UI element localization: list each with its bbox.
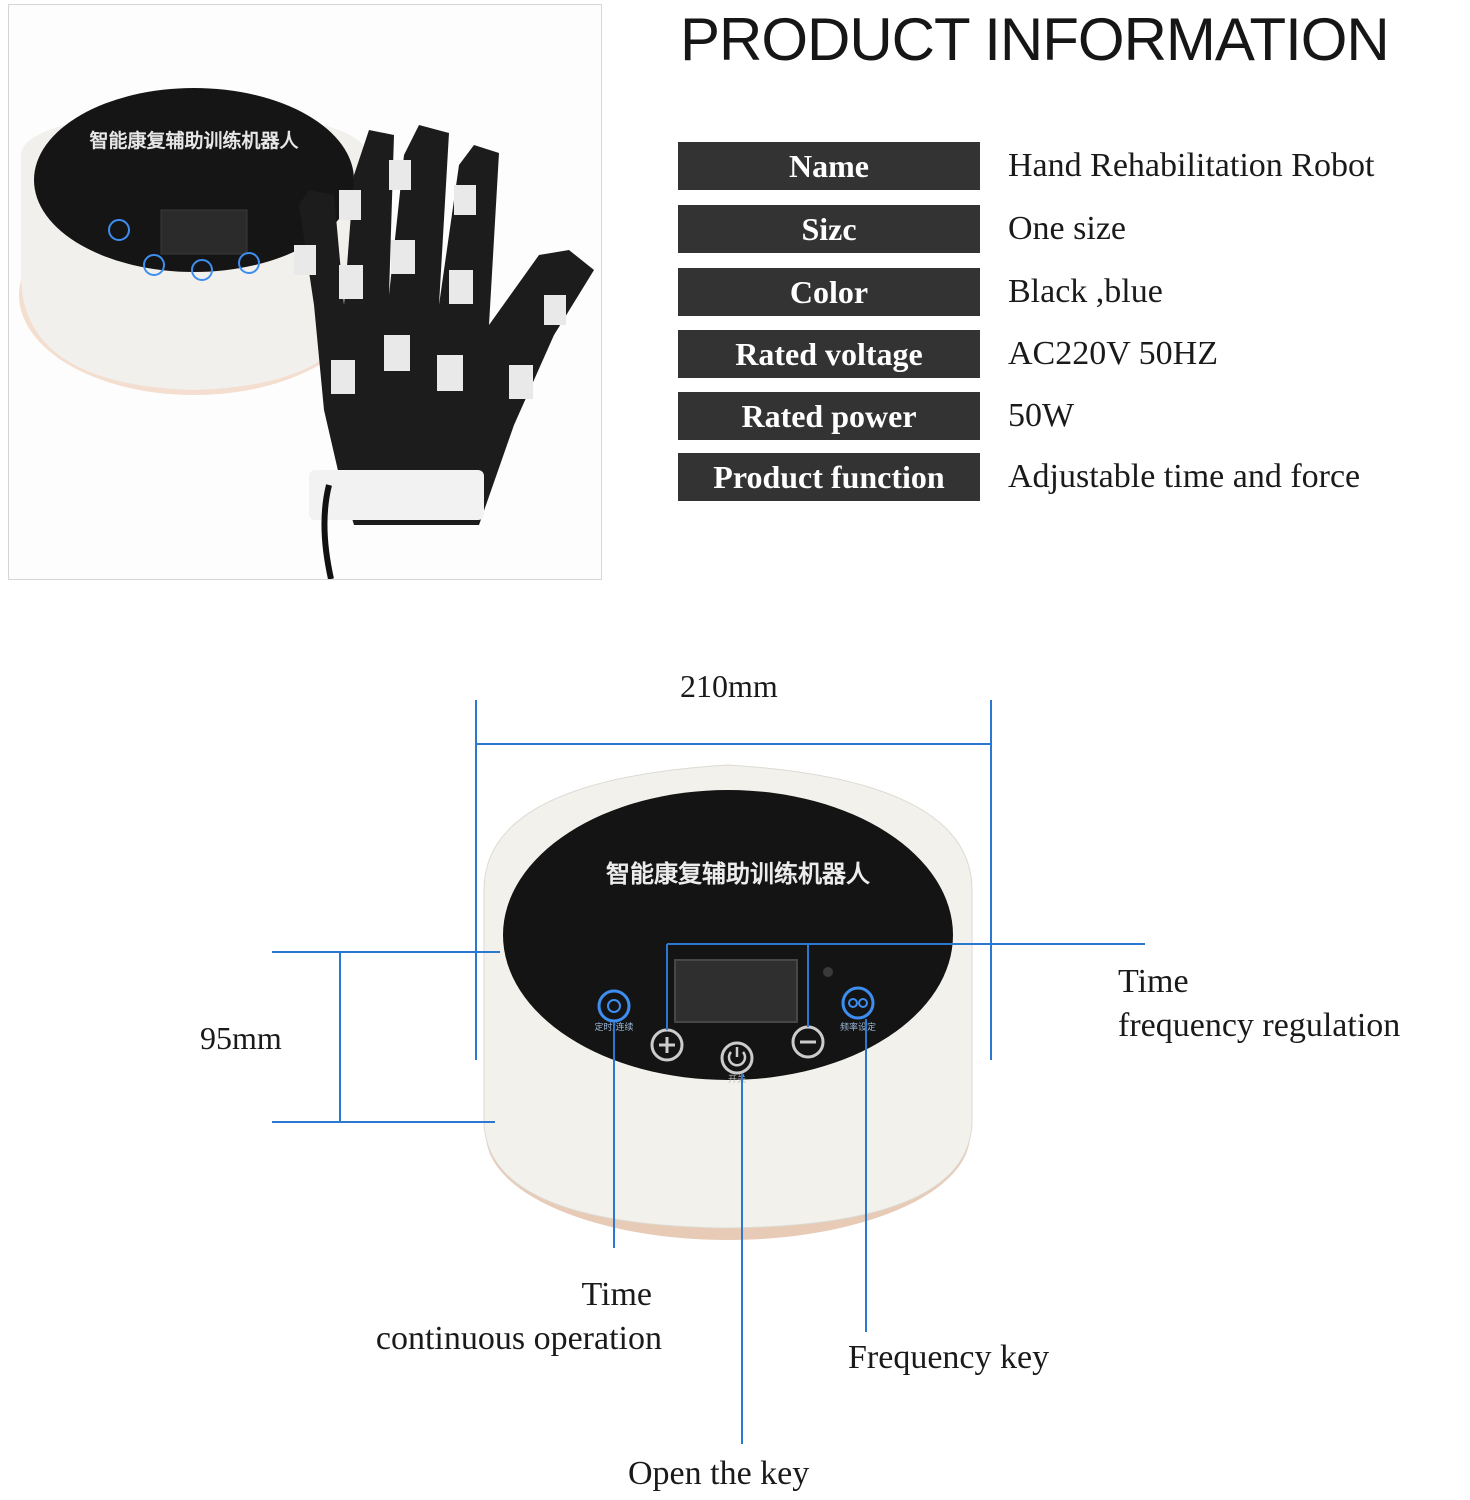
- spec-label: Product function: [678, 453, 980, 501]
- callout-frequency-key: Frequency key: [848, 1339, 1050, 1376]
- callout-time-continuous: Time continuous operation: [312, 1273, 662, 1361]
- dimension-lines: [272, 700, 1145, 1444]
- spec-label: Rated voltage: [678, 330, 980, 378]
- glove-wrist-strap: [309, 470, 484, 520]
- callout-line: Time: [581, 1276, 652, 1313]
- power-icon: [727, 1051, 747, 1067]
- callout-line: continuous operation: [375, 1320, 662, 1357]
- rehab-glove-illustration: [294, 125, 594, 579]
- device-top-panel: [503, 790, 953, 1080]
- photo-panel-text: 智能康复辅助训练机器人: [89, 129, 299, 152]
- spec-label: Rated power: [678, 392, 980, 440]
- spec-row-name: Name Hand Rehabilitation Robot: [678, 142, 1468, 192]
- spec-value: One size: [1008, 210, 1127, 247]
- spec-row-rated-voltage: Rated voltage AC220V 50HZ: [678, 330, 1468, 380]
- product-photo-illustration: 智能康复辅助训练机器人: [19, 88, 594, 579]
- callout-line: Time: [1118, 963, 1189, 1000]
- width-dimension-label: 210mm: [680, 668, 778, 704]
- photo-display-screen: [160, 209, 248, 255]
- callout-time-frequency: Time frequency regulation: [1118, 960, 1400, 1048]
- frequency-button-label: 频率设定: [840, 1021, 876, 1033]
- frequency-button[interactable]: [841, 986, 875, 1020]
- callout-open-key: Open the key: [628, 1455, 810, 1492]
- dimension-diagram: 智能康复辅助训练机器人 定时/连续 开关 频率设定: [272, 700, 1145, 1444]
- spec-value: 50W: [1008, 397, 1075, 434]
- spec-label: Sizc: [678, 205, 980, 253]
- photo-plus-button-icon: [143, 254, 165, 276]
- height-dimension-label: 95mm: [200, 1020, 282, 1056]
- spec-row-size: Sizc One size: [678, 205, 1468, 255]
- photo-power-button-icon: [191, 259, 213, 281]
- device-top-panel: [34, 88, 354, 272]
- spec-row-rated-power: Rated power 50W: [678, 392, 1468, 442]
- glove-cable: [321, 484, 334, 579]
- indicator-led: [823, 967, 833, 977]
- device-panel-text: 智能康复辅助训练机器人: [606, 860, 870, 888]
- product-photo: 智能康复辅助训练机器人: [8, 4, 602, 580]
- spec-label: Name: [678, 142, 980, 190]
- page-title: PRODUCT INFORMATION: [680, 6, 1390, 73]
- spec-label: Color: [678, 268, 980, 316]
- callout-line: frequency regulation: [1118, 1007, 1401, 1044]
- power-button-label: 开关: [728, 1073, 746, 1085]
- spec-row-product-function: Product function Adjustable time and for…: [678, 453, 1468, 503]
- timer-button[interactable]: [597, 989, 631, 1023]
- display-screen: [674, 959, 798, 1023]
- photo-minus-button-icon: [238, 252, 260, 274]
- power-button[interactable]: [720, 1041, 754, 1075]
- spec-value: Black ,blue: [1008, 273, 1163, 310]
- spec-value: Hand Rehabilitation Robot: [1008, 147, 1375, 184]
- spec-value: AC220V 50HZ: [1008, 335, 1218, 372]
- photo-timer-button-icon: [108, 219, 130, 241]
- spec-value: Adjustable time and force: [1008, 458, 1361, 495]
- spec-row-color: Color Black ,blue: [678, 268, 1468, 318]
